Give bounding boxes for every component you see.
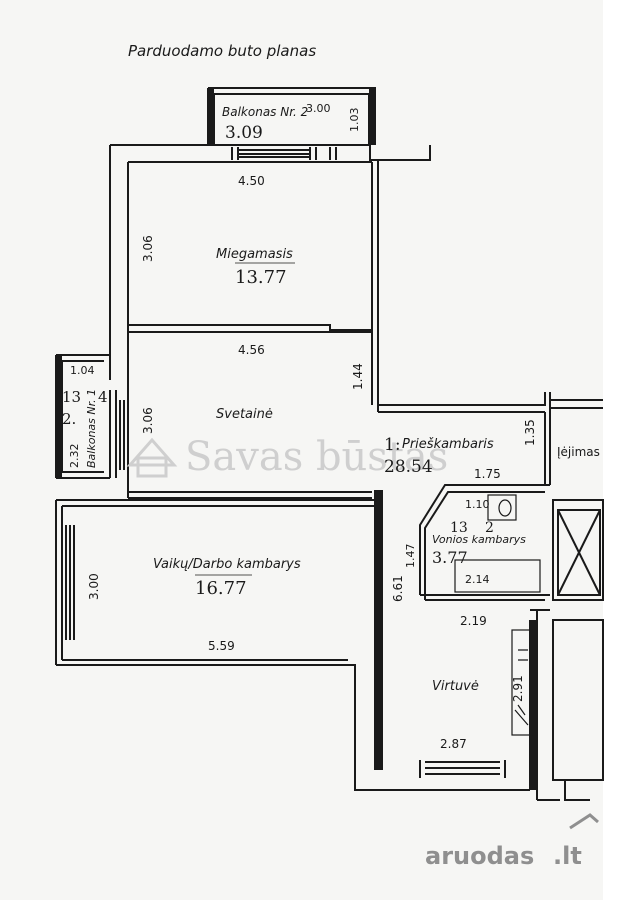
bathtub-icon (454, 559, 541, 593)
hall-dim-width: 1.75 (474, 467, 501, 481)
balcony1-frag-c: 4 (98, 388, 108, 406)
brand-watermark: aruodas .lt (425, 813, 599, 870)
bedroom-name: Miegamasis (216, 247, 293, 262)
kitchen-dim-side: 2.91 (511, 675, 525, 702)
living-dim-side: 1.44 (351, 363, 365, 390)
living-name: Svetainė (216, 407, 273, 422)
bedroom-area: 13.77 (235, 267, 287, 288)
kids-dim-height: 3.00 (87, 573, 101, 600)
kids-name: Vaikų/Darbo kambarys (153, 557, 301, 572)
kids-dim-width: 5.59 (208, 639, 235, 653)
living-dim-width: 4.56 (238, 343, 265, 357)
bath-dim-tub: 2.14 (465, 573, 490, 586)
kitchen-name: Virtuvė (432, 679, 479, 694)
house-icon (126, 437, 178, 467)
balcony1-frag-b: 2. (62, 410, 76, 428)
living-dim-height: 3.06 (141, 407, 155, 434)
kitchen-sink-icon (518, 649, 528, 661)
balcony2-dim-top: 3.00 (306, 102, 331, 115)
hall-area: 28.54 (384, 457, 433, 477)
stove-icon (514, 704, 529, 726)
bath-area: 3.77 (432, 548, 468, 567)
kitchen-dim-width: 2.87 (440, 737, 467, 751)
bath-name: Vonios kambarys (432, 533, 526, 546)
brand-tld: .lt (553, 842, 582, 870)
balcony2-area: 3.09 (225, 123, 263, 143)
kitchen-dim-height: 6.61 (391, 575, 405, 602)
bedroom-dim-width: 4.50 (238, 174, 265, 188)
kitchen-dim-top: 2.19 (460, 614, 487, 628)
plan-title: Parduodamo buto planas (128, 42, 316, 60)
fixtures (454, 494, 541, 736)
brand-main: aruodas (425, 842, 534, 870)
balcony2-dim-side: 1.03 (348, 108, 361, 133)
wall-fills (56, 88, 537, 790)
hall-name: Prieškambaris (402, 437, 494, 452)
balcony1-frag-a: 13 (62, 388, 81, 406)
bath-dim-side: 1.47 (404, 544, 417, 569)
watermark-savas-text: Savas būstas (185, 434, 448, 480)
bath-frag-b: 2 (485, 520, 494, 536)
hall-dim-height: 1.35 (523, 419, 537, 446)
balcony1-name: Balkonas Nr. 1 (85, 389, 98, 468)
brand-roof-icon (569, 813, 599, 830)
hall-frag: 1: (384, 435, 401, 455)
bath-dim-top: 1.10 (465, 498, 490, 511)
entrance-name: Įėjimas (557, 445, 600, 459)
toilet-icon (498, 499, 512, 517)
watermark-savas: Savas būstas (126, 434, 448, 480)
kids-area: 16.77 (195, 578, 247, 599)
kitchen-counter (511, 629, 533, 736)
balcony1-dim-top: 1.04 (70, 364, 95, 377)
balcony2-name: Balkonas Nr. 2 (222, 105, 308, 119)
bath-frag: 13 (450, 520, 468, 536)
sink-icon (487, 494, 517, 521)
balcony1-dim-side: 2.32 (68, 444, 81, 469)
page-edge (603, 0, 621, 900)
bedroom-dim-height: 3.06 (141, 235, 155, 262)
